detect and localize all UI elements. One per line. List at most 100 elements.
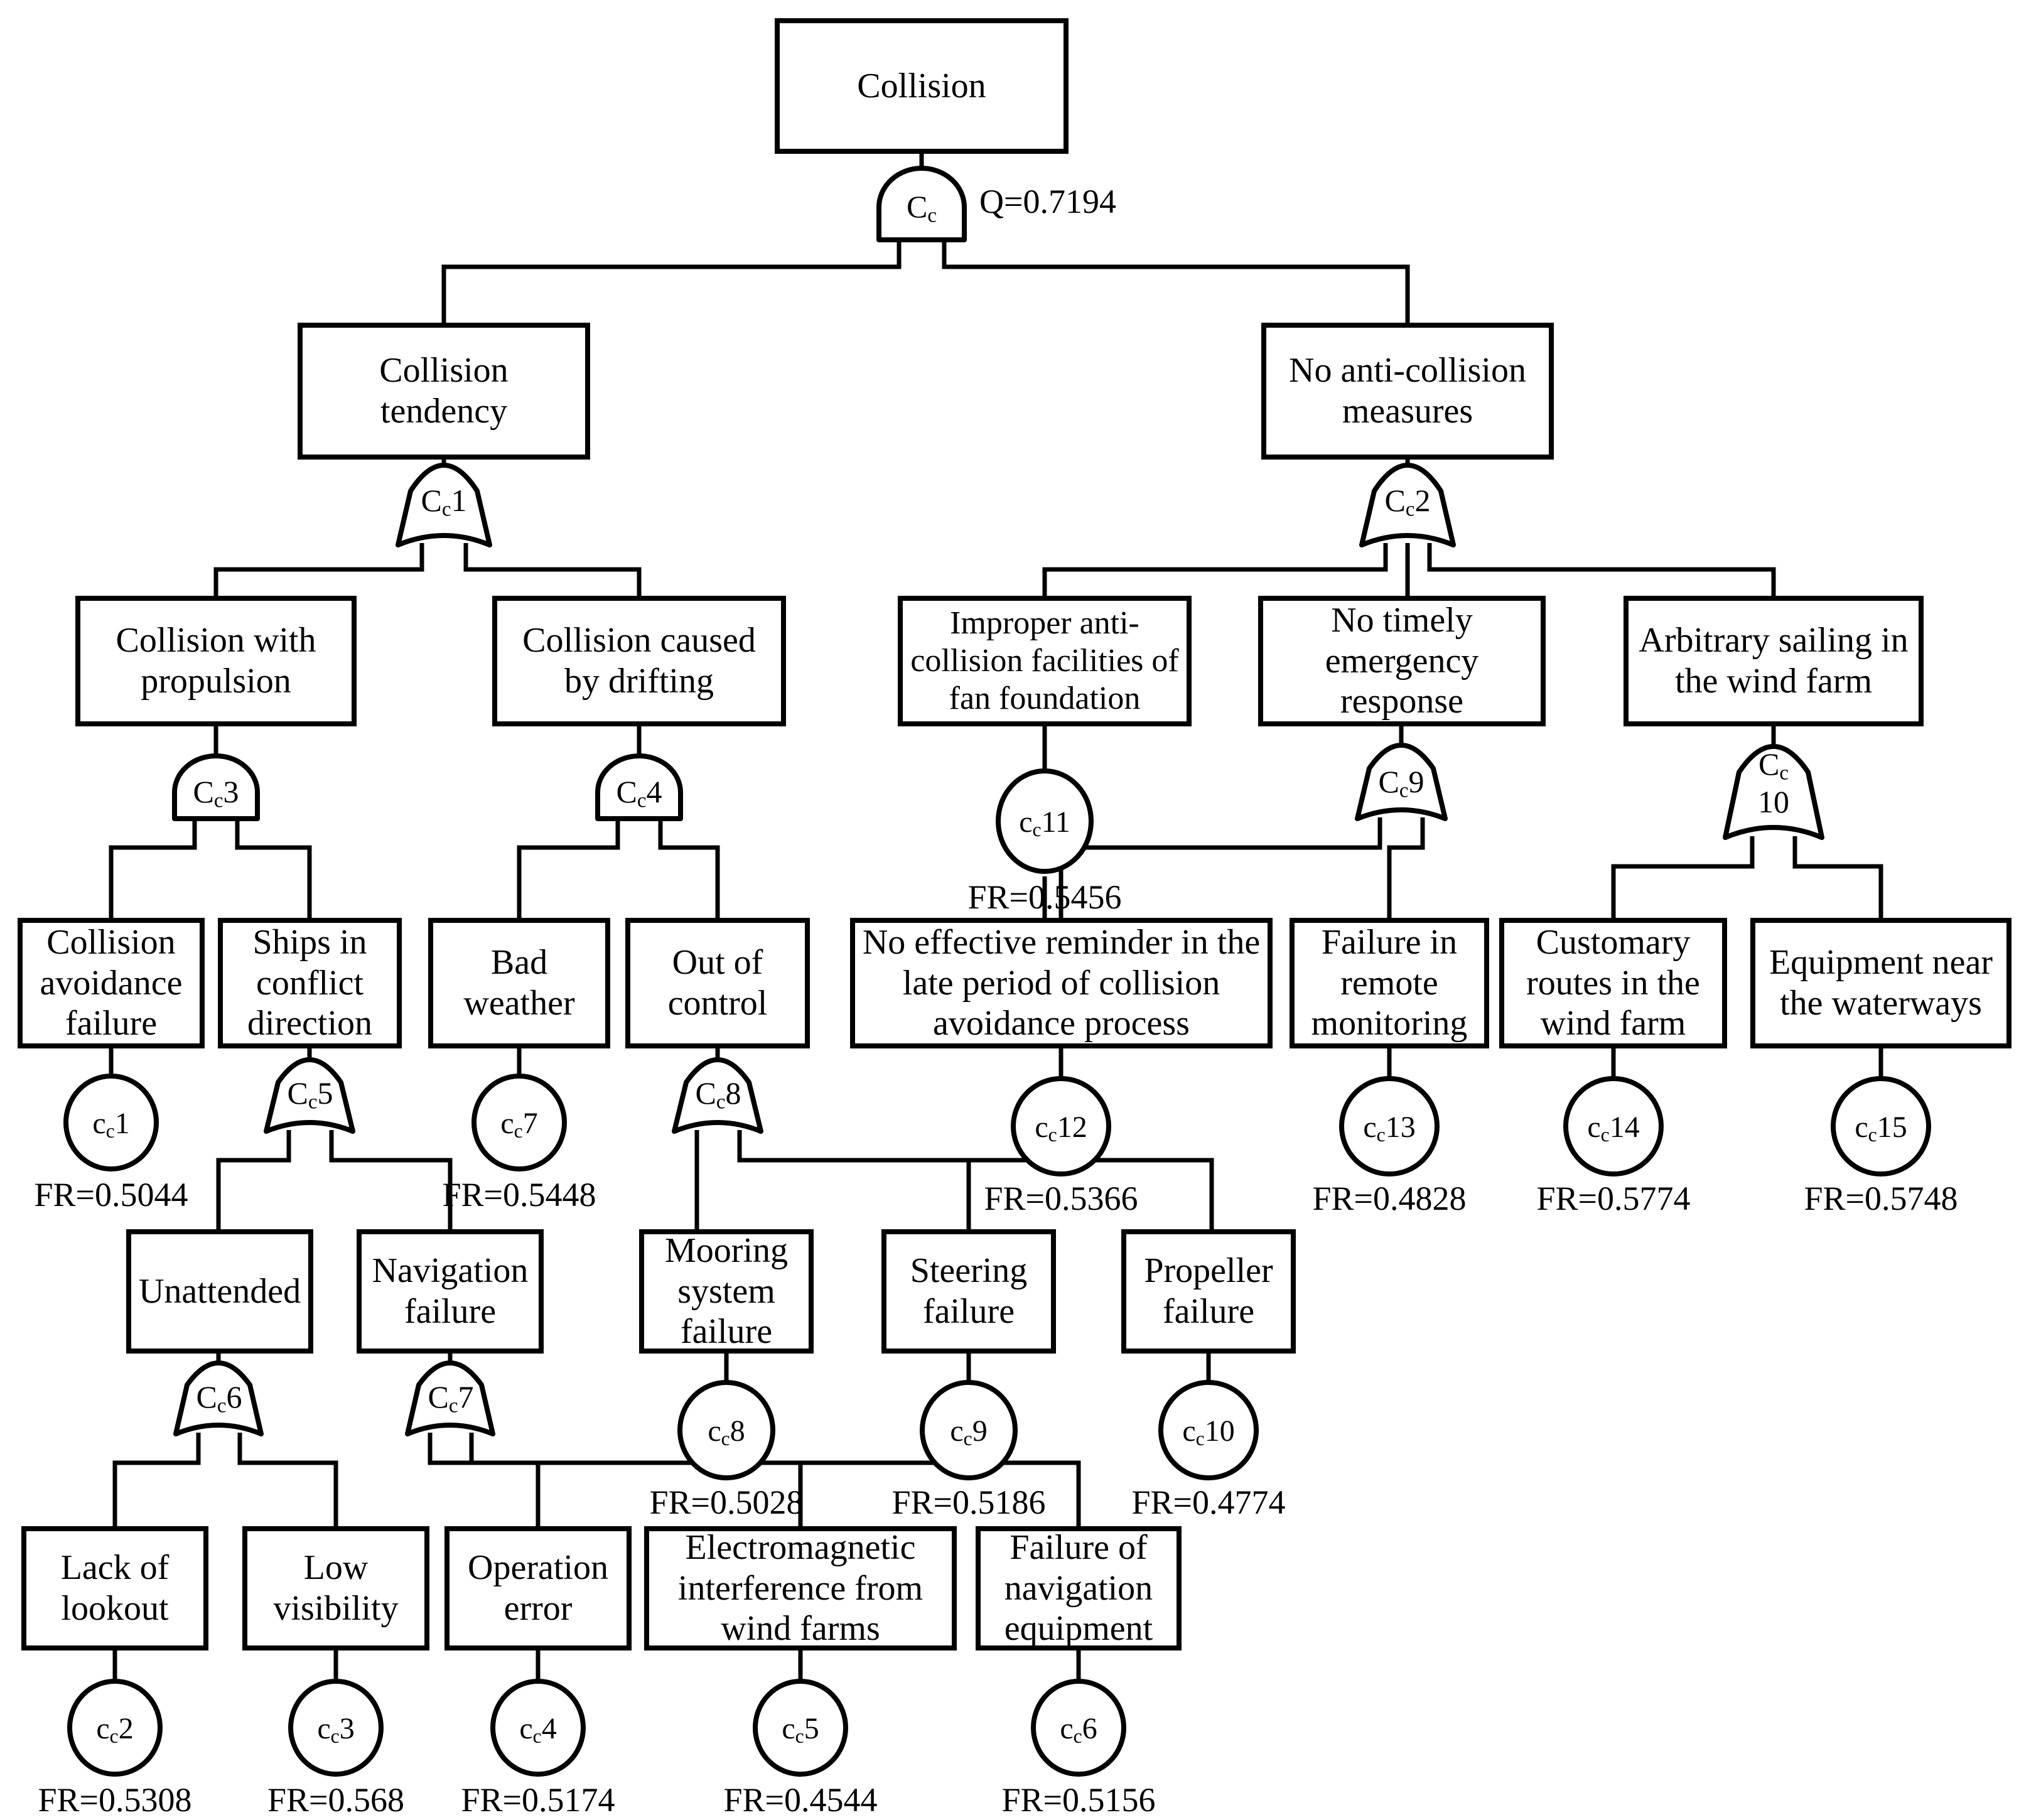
box-bad-weather [428,918,610,1048]
label-customary-routes: Customary routes in the wind farm [1526,922,1700,1043]
event-label-cc14: cc14 [1587,1111,1640,1146]
box-collision-with-propulsion [75,596,357,726]
gate-cc1-or [396,463,492,547]
event-circle-cc5 [753,1679,848,1777]
gate-label-cc8: Cc8 [695,1075,741,1114]
label-collision-caused-by-drifting: Collision caused by drifting [522,621,756,701]
box-steering-failure [881,1229,1056,1354]
gate-num-cc4: 4 [646,774,662,809]
fr-label-cc6: FR=0.5156 [1001,1781,1156,1819]
fr-label-cc2: FR=0.5308 [38,1781,192,1819]
event-num-cc6: 6 [1082,1712,1097,1745]
gate-label-cc: Cc [906,189,937,227]
gate-sub-cc10: c [1779,762,1789,785]
label-operation-error: Operation error [468,1548,608,1628]
event-sub-cc15: c [1868,1123,1877,1146]
fr-label-cc5: FR=0.4544 [723,1781,878,1819]
event-num-cc2: 2 [118,1712,134,1745]
event-circle-cc13 [1339,1076,1440,1177]
gate-num-cc9: 9 [1408,764,1424,799]
gate-num-cc8: 8 [725,1075,741,1111]
gate-sub-cc7: c [448,1394,458,1418]
label-equipment-near-waterways: Equipment near the waterways [1769,943,1993,1023]
label-improper-facilities: Improper anti-collision facilities of fa… [910,605,1179,717]
box-mooring-system-failure [639,1229,814,1354]
event-circle-cc3 [288,1679,384,1777]
gate-label-cc10-num: 10 [1758,784,1789,819]
label-out-of-control: Out of control [667,943,768,1023]
label-steering-failure: Steering failure [910,1251,1028,1331]
event-circle-cc1 [63,1074,159,1171]
gate-cc6-or [173,1360,264,1436]
event-label-cc5: cc5 [782,1712,819,1747]
label-navigation-failure: Navigation failure [372,1251,529,1331]
event-label-cc11: cc11 [1019,805,1070,841]
label-failure-in-remote-monitoring: Failure in remote monitoring [1311,922,1468,1043]
event-label-cc4: cc4 [519,1712,557,1747]
label-unattended: Unattended [138,1271,301,1311]
event-num-cc8: 8 [730,1414,745,1448]
event-sub-cc3: c [330,1725,340,1747]
fr-label-cc15: FR=0.5748 [1804,1180,1958,1217]
gate-num-cc3: 3 [223,774,239,809]
event-label-cc13: cc13 [1363,1111,1416,1146]
label-low-visibility: Low visibility [273,1548,399,1628]
gate-num-cc6: 6 [226,1379,242,1414]
event-label-cc10: cc10 [1182,1414,1235,1450]
event-sub-cc11: c [1032,818,1042,841]
box-unattended [126,1229,313,1354]
event-num-cc10: 10 [1204,1414,1235,1448]
fr-label-cc4: FR=0.5174 [461,1781,615,1819]
gate-sub-cc8: c [716,1090,726,1114]
event-label-cc6: cc6 [1060,1712,1097,1747]
box-low-visibility [242,1526,429,1650]
event-num-cc5: 5 [804,1712,819,1745]
label-no-anti-collision-measures: No anti-collision measures [1289,351,1526,431]
gate-num-cc7: 7 [458,1379,474,1414]
gate-sub-cc6: c [217,1394,227,1418]
fr-label-cc14: FR=0.5774 [1536,1180,1691,1217]
gate-cc10-or [1723,744,1824,840]
gate-sub-cc9: c [1399,779,1409,802]
fr-label-cc8: FR=0.5028 [649,1483,804,1521]
event-sub-cc13: c [1376,1123,1386,1146]
box-equipment-near-waterways [1750,918,2011,1048]
event-label-cc12: cc12 [1035,1111,1087,1146]
event-num-cc4: 4 [541,1712,557,1745]
gate-cc7-or [405,1360,495,1436]
event-circle-cc2 [67,1679,163,1777]
box-out-of-control [625,918,810,1048]
event-circle-cc12 [1011,1076,1111,1177]
gate-sub-cc3: c [213,789,223,812]
event-label-cc3: cc3 [317,1712,355,1747]
event-num-cc1: 1 [114,1107,130,1140]
event-sub-cc2: c [109,1725,119,1747]
event-sub-cc12: c [1048,1123,1057,1146]
event-circle-cc6 [1031,1679,1126,1777]
fr-label-cc12: FR=0.5366 [984,1180,1138,1217]
event-circle-cc10 [1158,1380,1259,1480]
event-num-cc15: 15 [1877,1111,1907,1144]
event-sub-cc7: c [514,1119,523,1142]
label-collision-tendency: Collision tendency [379,351,509,431]
event-circle-cc8 [677,1380,775,1480]
gate-cc2-or [1359,463,1456,547]
label-ships-in-conflict-direction: Ships in conflict direction [247,922,373,1043]
fr-label-cc13: FR=0.4828 [1312,1180,1467,1217]
event-label-cc9: cc9 [950,1414,988,1450]
gate-num-cc5: 5 [317,1075,333,1111]
event-sub-cc1: c [105,1119,115,1142]
event-num-cc7: 7 [522,1107,538,1140]
event-label-cc2: cc2 [96,1712,134,1747]
event-label-cc15: cc15 [1855,1111,1907,1146]
gate-sub-cc: c [927,204,937,227]
gate-sub-cc2: c [1405,498,1415,521]
fr-label-cc7: FR=0.5448 [442,1176,596,1214]
fr-label-cc11: FR=0.5456 [967,878,1122,916]
label-bad-weather: Bad weather [463,943,575,1023]
event-circle-cc14 [1563,1076,1664,1177]
gate-cc5-or [264,1057,355,1134]
event-label-cc1: cc1 [92,1107,130,1142]
event-num-cc11: 11 [1041,805,1070,839]
